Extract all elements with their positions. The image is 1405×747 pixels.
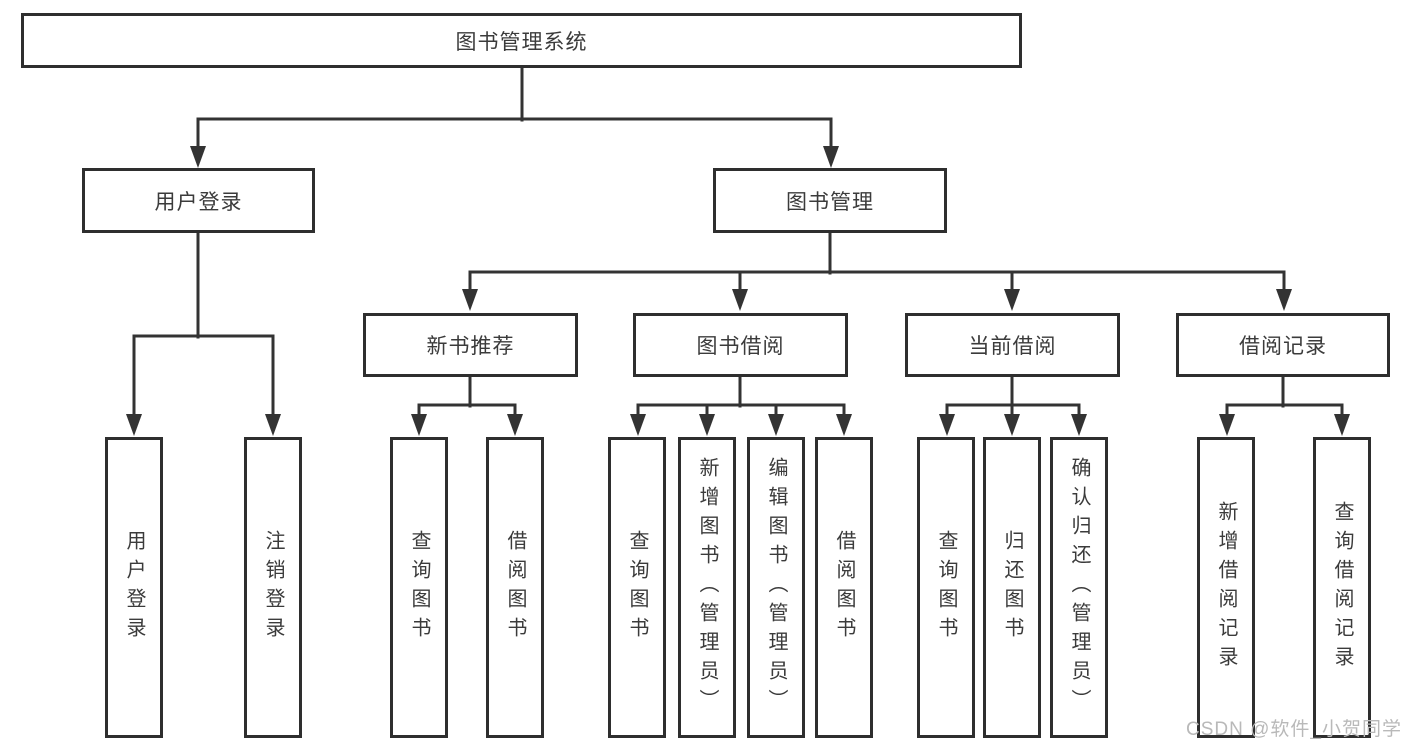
- node-label: 查询借阅记录: [1331, 500, 1353, 675]
- arrow-down-icon: [507, 414, 523, 436]
- arrow-down-icon: [732, 289, 748, 311]
- node-borrow-books: 借阅图书: [815, 437, 873, 738]
- node-label: 查询图书: [408, 529, 430, 646]
- node-label: 归还图书: [1001, 529, 1023, 646]
- node-book-management: 图书管理: [713, 168, 947, 233]
- node-label: 借阅图书: [504, 529, 526, 646]
- node-add-borrow-record: 新增借阅记录: [1197, 437, 1255, 738]
- node-add-books-admin: 新增图书（管理员）: [678, 437, 736, 738]
- node-user-login-leaf: 用户登录: [105, 437, 163, 738]
- arrow-down-icon: [768, 414, 784, 436]
- node-label: 新增图书（管理员）: [696, 457, 718, 718]
- arrow-down-icon: [411, 414, 427, 436]
- arrow-down-icon: [939, 414, 955, 436]
- node-query-books: 查询图书: [608, 437, 666, 738]
- node-label: 图书管理: [786, 190, 874, 214]
- arrow-down-icon: [630, 414, 646, 436]
- node-borrow-books: 借阅图书: [486, 437, 544, 738]
- node-label: 借阅记录: [1239, 335, 1327, 358]
- node-return-books: 归还图书: [983, 437, 1041, 738]
- connector-line: [132, 66, 1344, 418]
- node-query-borrow-record: 查询借阅记录: [1313, 437, 1371, 738]
- node-label: 查询图书: [626, 529, 648, 646]
- node-label: 确认归还（管理员）: [1068, 457, 1090, 718]
- node-query-books: 查询图书: [390, 437, 448, 738]
- node-label: 查询图书: [935, 529, 957, 646]
- arrow-down-icon: [126, 414, 142, 436]
- node-label: 注销登录: [262, 529, 284, 646]
- arrow-down-icon: [699, 414, 715, 436]
- arrow-down-icon: [1004, 414, 1020, 436]
- arrow-down-icon: [823, 146, 839, 168]
- node-label: 图书管理系统: [455, 30, 588, 54]
- node-label: 图书借阅: [696, 335, 785, 358]
- node-confirm-return-admin: 确认归还（管理员）: [1050, 437, 1108, 738]
- arrow-down-icon: [1004, 289, 1020, 311]
- node-label: 新增借阅记录: [1215, 500, 1237, 675]
- node-label: 借阅图书: [833, 529, 855, 646]
- csdn-watermark: CSDN @软件_小贺同学: [1186, 719, 1402, 740]
- node-borrowing-records: 借阅记录: [1176, 313, 1390, 377]
- arrow-down-icon: [1219, 414, 1235, 436]
- node-label: 新书推荐: [426, 335, 515, 358]
- node-label: 用户登录: [123, 529, 145, 646]
- node-label: 当前借阅: [968, 335, 1057, 358]
- arrow-down-icon: [1276, 289, 1292, 311]
- node-query-books: 查询图书: [917, 437, 975, 738]
- node-current-borrowing: 当前借阅: [905, 313, 1120, 377]
- arrow-down-icon: [836, 414, 852, 436]
- node-new-book-recommendation: 新书推荐: [363, 313, 578, 377]
- arrow-down-icon: [1334, 414, 1350, 436]
- node-label: 编辑图书（管理员）: [765, 457, 787, 718]
- arrow-down-icon: [1071, 414, 1087, 436]
- arrow-down-icon: [190, 146, 206, 168]
- node-logout: 注销登录: [244, 437, 302, 738]
- node-library-management-system: 图书管理系统: [21, 13, 1022, 68]
- arrow-down-icon: [265, 414, 281, 436]
- node-label: 用户登录: [154, 190, 243, 214]
- node-user-login: 用户登录: [82, 168, 315, 233]
- node-edit-books-admin: 编辑图书（管理员）: [747, 437, 805, 738]
- node-book-borrowing: 图书借阅: [633, 313, 848, 377]
- arrow-down-icon: [462, 289, 478, 311]
